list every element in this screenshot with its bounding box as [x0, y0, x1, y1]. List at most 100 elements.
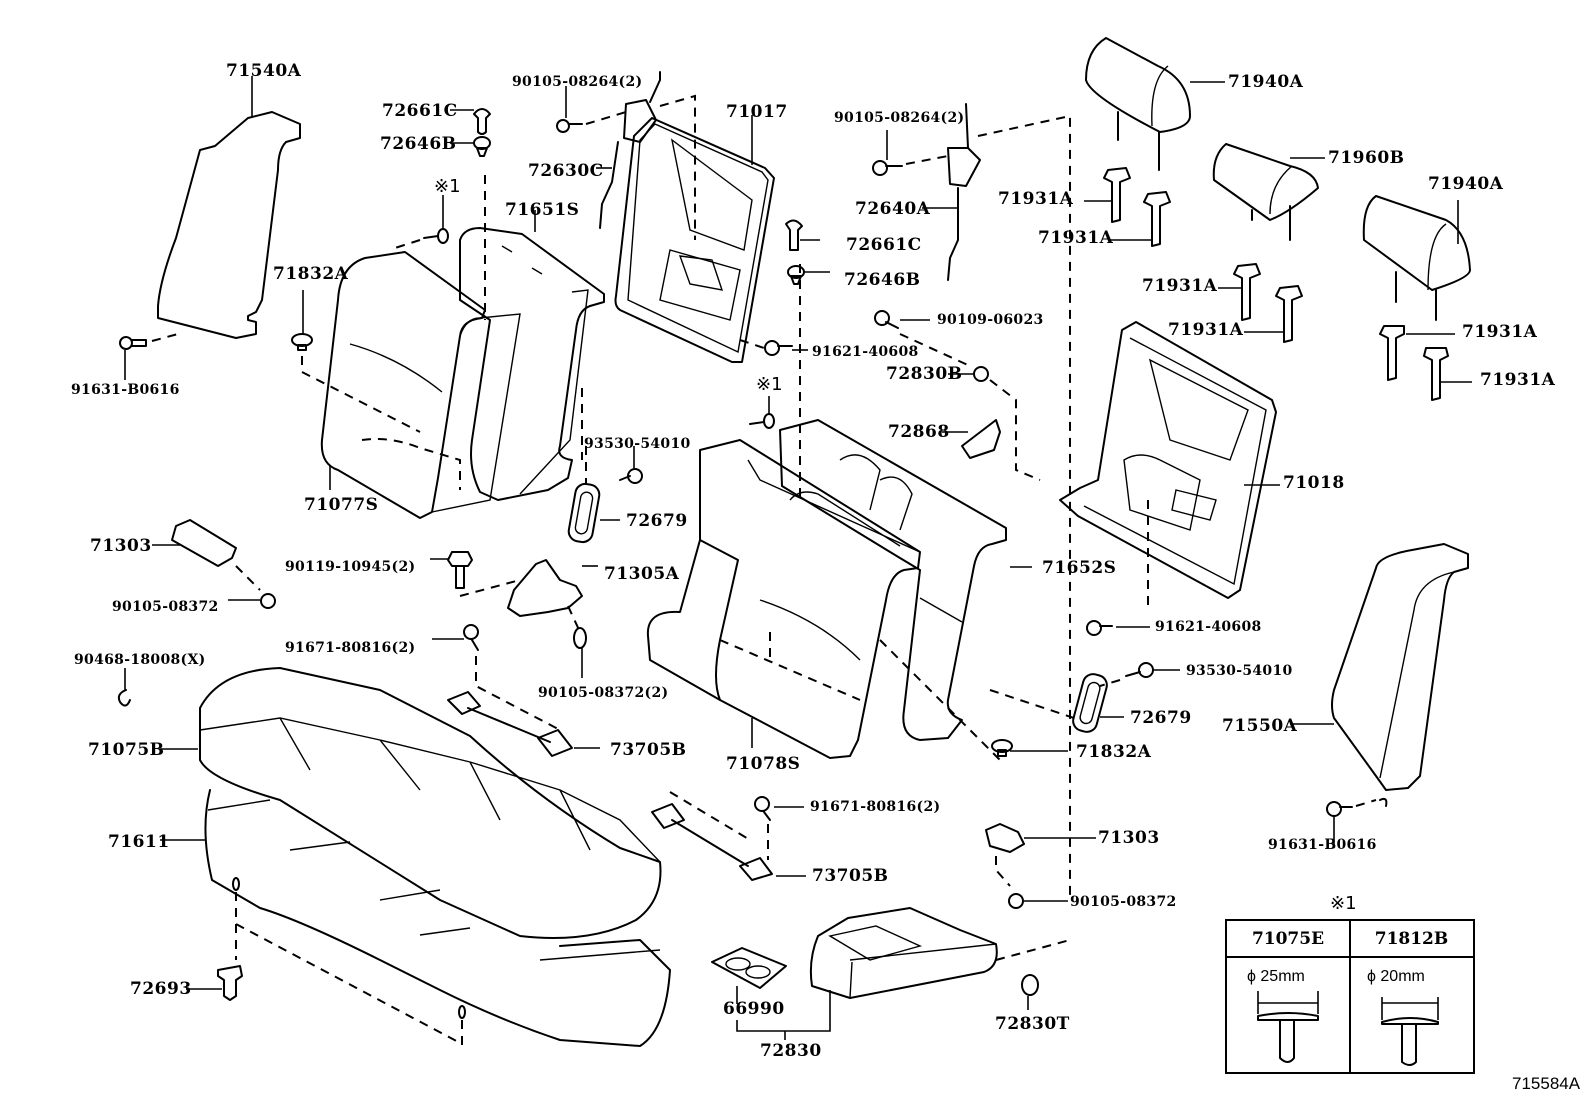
part-label-90119-10945: 90119-10945(2) [285, 559, 416, 575]
part-label-91621-40608-top: 91621-40608 [812, 344, 919, 360]
part-label-72646B-left: 72646B [380, 134, 457, 154]
belt-guide-72679-right [1072, 673, 1124, 733]
seat-cushion-cover-71075B [160, 667, 662, 939]
side-bolster-right-shape [1290, 543, 1469, 791]
seat-cushion-pad-71611 [160, 789, 671, 1047]
nut-72830B [948, 366, 1041, 481]
hinge-71305A [507, 559, 598, 678]
part-label-72830: 72830 [760, 1041, 822, 1061]
bolt-91621-40608-bottom [1086, 620, 1150, 636]
bolt-91671-left [432, 624, 561, 731]
belt-guide-72679-left [567, 482, 620, 544]
seatback-cover-71077S [320, 251, 521, 519]
part-label-72640A: 72640A [855, 199, 931, 219]
seatback-frame-71018 [1059, 321, 1280, 610]
part-label-71832A-right: 71832A [1076, 742, 1152, 762]
bolt-91631-left [119, 333, 179, 380]
part-label-90105-08264-left: 90105-08264(2) [512, 74, 643, 90]
part-label-91631-B0616-left: 91631-B0616 [71, 382, 180, 398]
part-label-72661C-right: 72661C [846, 235, 922, 255]
part-label-72830B: 72830B [886, 364, 963, 384]
part-label-71960B: 71960B [1328, 148, 1405, 168]
part-label-72630C: 72630C [528, 161, 604, 181]
legend-clip-25mm [1257, 991, 1319, 1063]
part-label-71931A-4: 71931A [1168, 320, 1244, 340]
part-label-73705B-right: 73705B [812, 866, 889, 886]
part-label-71077S: 71077S [304, 495, 379, 515]
part-label-91621-40608-bottom: 91621-40608 [1155, 619, 1262, 635]
bolt-91631-right [1326, 797, 1388, 846]
part-label-71018: 71018 [1283, 473, 1345, 493]
part-label-71078S: 71078S [726, 754, 801, 774]
clip-93530-54010-left [619, 446, 643, 484]
seatbelt-72640A [872, 103, 1071, 900]
part-label-91631-B0616-right: 91631-B0616 [1268, 837, 1377, 853]
headrest-71960B [1212, 143, 1325, 241]
bolt-90119-10945 [430, 551, 521, 597]
part-label-71303-left: 71303 [90, 536, 152, 556]
hook-90468-18008 [117, 668, 131, 707]
part-label-71832A-left: 71832A [273, 264, 349, 284]
part-label-71931A-6: 71931A [1480, 370, 1556, 390]
part-label-71652S: 71652S [1042, 558, 1117, 578]
plug-71832A-right [991, 739, 1068, 757]
part-label-71540A: 71540A [226, 61, 302, 81]
legend-diameter-25mm: ϕ 25mm [1247, 968, 1305, 985]
part-label-72830T: 72830T [995, 1014, 1070, 1034]
pin-72661C-right [785, 219, 820, 251]
pin-72661C-left [450, 108, 491, 135]
headrest-guide-71931A-4 [1244, 285, 1303, 343]
part-label-90105-08264-right: 90105-08264(2) [834, 110, 965, 126]
seatbelt-72630C [556, 71, 696, 240]
part-label-72679-left: 72679 [626, 511, 688, 531]
bracket-72868 [942, 419, 1001, 459]
part-label-71931A-5: 71931A [1462, 322, 1538, 342]
side-bolster-left-shape [157, 76, 301, 339]
strap-73705B-left [447, 691, 600, 757]
part-label-90105-08372-2: 90105-08372(2) [538, 685, 669, 701]
part-label-66990: 66990 [723, 999, 785, 1019]
clip-size-legend: 71075E 71812B ϕ 25mm ϕ 20mm [1225, 919, 1475, 1074]
seatback-cover-71652S [779, 419, 1032, 741]
seatback-frame-71017 [614, 115, 775, 363]
legend-clip-20mm [1381, 997, 1439, 1066]
part-label-72679-right: 72679 [1130, 708, 1192, 728]
clip-93530-54010-right [1099, 662, 1180, 687]
lock-71303-right [985, 823, 1096, 909]
part-label-71017: 71017 [726, 102, 788, 122]
legend-part-71075E: 71075E [1227, 921, 1349, 958]
lock-71303-left [152, 519, 276, 609]
part-label-73705B-left: 73705B [610, 740, 687, 760]
part-label-93530-54010-left: 93530-54010 [584, 436, 691, 452]
part-label-71940A-left: 71940A [1228, 72, 1304, 92]
part-label-91671-80816-left: 91671-80816(2) [285, 640, 416, 656]
headrest-71940A-left [1085, 37, 1225, 171]
headrest-guide-71931A-1 [1084, 167, 1131, 223]
part-label-71611: 71611 [108, 832, 170, 852]
seatback-cover-71078S [646, 439, 921, 759]
armrest-72830 [736, 907, 998, 1040]
part-label-93530-54010-right: 93530-54010 [1186, 663, 1293, 679]
part-label-72646B-right: 72646B [844, 270, 921, 290]
part-label-71305A: 71305A [604, 564, 680, 584]
part-label-90105-08372-right: 90105-08372 [1070, 894, 1177, 910]
fastener-note-1-center [749, 396, 775, 429]
legend-marker: ※1 [1330, 893, 1357, 914]
headrest-guide-71931A-3 [1218, 263, 1261, 321]
headrest-71940A-right [1362, 195, 1471, 321]
fastener-note-1-left [394, 195, 449, 249]
strap-73705B-right [651, 803, 806, 881]
bolt-91671-right [669, 791, 804, 860]
clip-72646B-right [787, 265, 830, 285]
part-label-90468-18008: 90468-18008(X) [74, 652, 206, 668]
part-label-72868: 72868 [888, 422, 950, 442]
clip-72693 [186, 965, 243, 1001]
part-label-71303-right: 71303 [1098, 828, 1160, 848]
part-label-90109-06023: 90109-06023 [937, 312, 1044, 328]
part-label-71931A-1: 71931A [998, 189, 1074, 209]
headrest-guide-71931A-2 [1110, 191, 1171, 247]
part-label-71931A-2: 71931A [1038, 228, 1114, 248]
part-label-91671-80816-right: 91671-80816(2) [810, 799, 941, 815]
cap-72830T [995, 939, 1071, 1010]
